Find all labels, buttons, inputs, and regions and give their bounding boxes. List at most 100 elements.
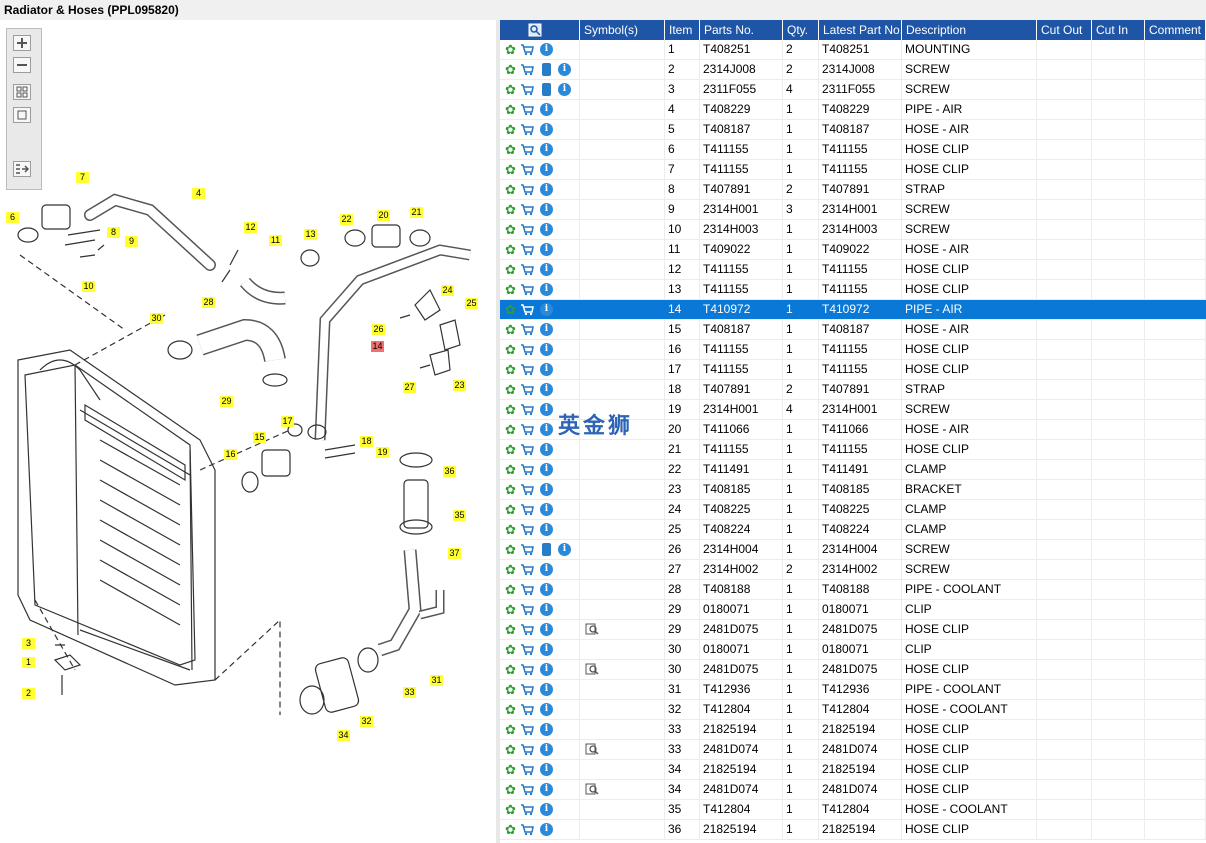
info-icon[interactable]: i bbox=[540, 463, 553, 476]
book-magnifier-icon[interactable] bbox=[585, 782, 599, 796]
info-icon[interactable]: i bbox=[540, 823, 553, 836]
callout-29[interactable]: 29 bbox=[220, 396, 233, 407]
gear-icon[interactable]: ✿ bbox=[505, 142, 516, 157]
cart-icon[interactable] bbox=[520, 463, 534, 476]
info-icon[interactable]: i bbox=[540, 743, 553, 756]
book-magnifier-icon[interactable] bbox=[585, 662, 599, 676]
gear-icon[interactable]: ✿ bbox=[505, 582, 516, 597]
book-magnifier-icon[interactable] bbox=[585, 742, 599, 756]
gear-icon[interactable]: ✿ bbox=[505, 542, 516, 557]
gear-icon[interactable]: ✿ bbox=[505, 442, 516, 457]
cart-icon[interactable] bbox=[520, 63, 534, 76]
callout-25[interactable]: 25 bbox=[465, 298, 478, 309]
info-icon[interactable]: i bbox=[558, 543, 571, 556]
info-icon[interactable]: i bbox=[540, 103, 553, 116]
column-description[interactable]: Description bbox=[902, 20, 1037, 40]
cart-icon[interactable] bbox=[520, 203, 534, 216]
info-icon[interactable]: i bbox=[540, 303, 553, 316]
cart-icon[interactable] bbox=[520, 583, 534, 596]
gear-icon[interactable]: ✿ bbox=[505, 422, 516, 437]
info-icon[interactable]: i bbox=[540, 183, 553, 196]
callout-1[interactable]: 1 bbox=[22, 657, 35, 668]
gear-icon[interactable]: ✿ bbox=[505, 62, 516, 77]
gear-icon[interactable]: ✿ bbox=[505, 342, 516, 357]
cart-icon[interactable] bbox=[520, 523, 534, 536]
cart-icon[interactable] bbox=[520, 723, 534, 736]
callout-14[interactable]: 14 bbox=[371, 341, 384, 352]
info-icon[interactable]: i bbox=[540, 623, 553, 636]
callout-23[interactable]: 23 bbox=[453, 380, 466, 391]
callout-35[interactable]: 35 bbox=[453, 510, 466, 521]
column-qty[interactable]: Qty. bbox=[783, 20, 819, 40]
gear-icon[interactable]: ✿ bbox=[505, 362, 516, 377]
callout-9[interactable]: 9 bbox=[125, 236, 138, 247]
info-icon[interactable]: i bbox=[540, 323, 553, 336]
fit-all-icon[interactable] bbox=[13, 84, 31, 100]
info-icon[interactable]: i bbox=[540, 503, 553, 516]
cart-icon[interactable] bbox=[520, 563, 534, 576]
cart-icon[interactable] bbox=[520, 383, 534, 396]
cart-icon[interactable] bbox=[520, 343, 534, 356]
info-icon[interactable]: i bbox=[540, 483, 553, 496]
gear-icon[interactable]: ✿ bbox=[505, 122, 516, 137]
info-icon[interactable]: i bbox=[540, 523, 553, 536]
document-icon[interactable] bbox=[542, 63, 551, 76]
gear-icon[interactable]: ✿ bbox=[505, 82, 516, 97]
callout-32[interactable]: 32 bbox=[360, 716, 373, 727]
column-latest-part-no[interactable]: Latest Part No. bbox=[819, 20, 903, 40]
info-icon[interactable]: i bbox=[540, 423, 553, 436]
cart-icon[interactable] bbox=[520, 503, 534, 516]
info-icon[interactable]: i bbox=[540, 703, 553, 716]
callout-26[interactable]: 26 bbox=[372, 324, 385, 335]
gear-icon[interactable]: ✿ bbox=[505, 482, 516, 497]
zoom-out-icon[interactable] bbox=[13, 57, 31, 73]
callout-2[interactable]: 2 bbox=[22, 688, 35, 699]
cart-icon[interactable] bbox=[520, 803, 534, 816]
cart-icon[interactable] bbox=[520, 703, 534, 716]
column-comment[interactable]: Comment bbox=[1145, 20, 1206, 40]
cart-icon[interactable] bbox=[520, 103, 534, 116]
callout-17[interactable]: 17 bbox=[281, 416, 294, 427]
cart-icon[interactable] bbox=[520, 423, 534, 436]
callout-12[interactable]: 12 bbox=[244, 222, 257, 233]
document-icon[interactable] bbox=[542, 543, 551, 556]
gear-icon[interactable]: ✿ bbox=[505, 622, 516, 637]
info-icon[interactable]: i bbox=[540, 203, 553, 216]
gear-icon[interactable]: ✿ bbox=[505, 562, 516, 577]
info-icon[interactable]: i bbox=[540, 803, 553, 816]
callout-18[interactable]: 18 bbox=[360, 436, 373, 447]
gear-icon[interactable]: ✿ bbox=[505, 702, 516, 717]
gear-icon[interactable]: ✿ bbox=[505, 282, 516, 297]
cart-icon[interactable] bbox=[520, 243, 534, 256]
callout-6[interactable]: 6 bbox=[6, 212, 19, 223]
info-icon[interactable]: i bbox=[540, 403, 553, 416]
column-parts-no[interactable]: Parts No. bbox=[700, 20, 783, 40]
cart-icon[interactable] bbox=[520, 403, 534, 416]
callout-16[interactable]: 16 bbox=[224, 449, 237, 460]
callout-30[interactable]: 30 bbox=[150, 313, 163, 324]
document-icon[interactable] bbox=[542, 83, 551, 96]
column-cut-out[interactable]: Cut Out bbox=[1037, 20, 1092, 40]
gear-icon[interactable]: ✿ bbox=[505, 522, 516, 537]
info-icon[interactable]: i bbox=[540, 663, 553, 676]
gear-icon[interactable]: ✿ bbox=[505, 242, 516, 257]
gear-icon[interactable]: ✿ bbox=[505, 462, 516, 477]
info-icon[interactable]: i bbox=[540, 683, 553, 696]
gear-icon[interactable]: ✿ bbox=[505, 742, 516, 757]
